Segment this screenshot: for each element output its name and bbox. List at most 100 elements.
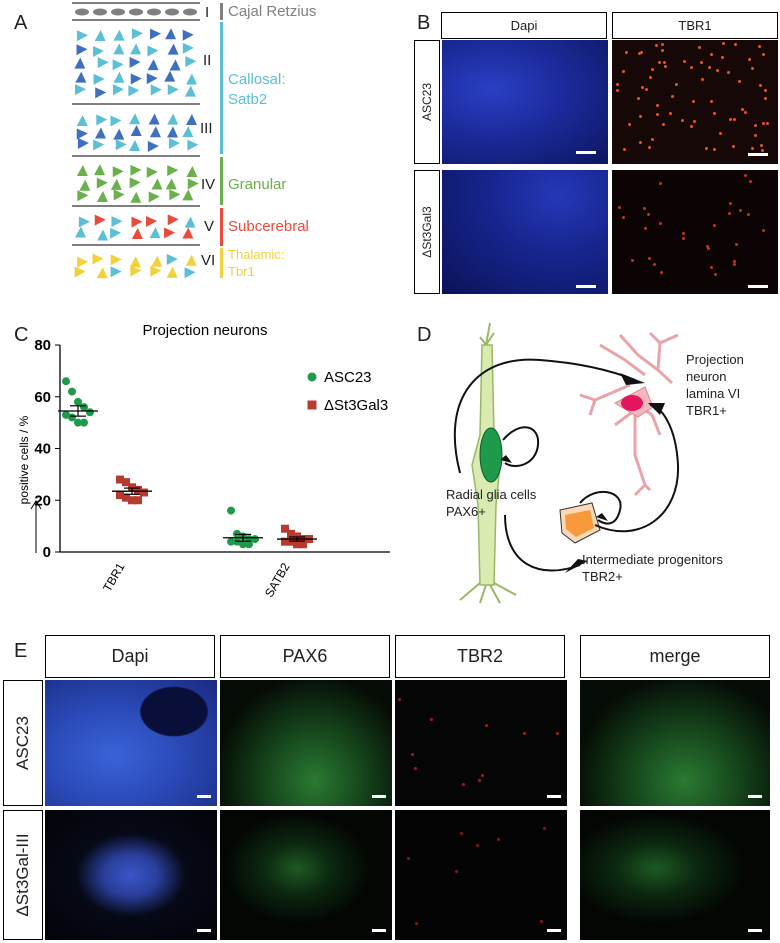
data-point [80,418,88,427]
neuron-marker [167,84,179,96]
layer-numeral-iii: III [200,120,213,137]
fluorescent-cell [765,122,769,126]
projection-neuron-label-2: neuron [686,369,727,384]
fluorescent-cell [719,131,723,135]
panel-e-letter: E [14,640,28,662]
neuron-marker [165,178,177,190]
fluorescent-cell [523,731,527,735]
scale-bar [547,795,561,798]
fluorescent-cell [639,140,643,144]
neuron-marker [130,164,142,176]
neuron-marker [167,165,179,177]
neuron-marker [186,165,198,177]
neuron-marker [169,189,181,201]
fluorescent-cell [712,111,716,115]
fluorescent-cell [622,147,626,151]
fluorescent-cell [414,766,418,770]
neuron-marker [93,139,105,151]
fluorescent-cell [650,137,654,141]
legend-marker [307,400,317,410]
fluorescent-cell [618,206,622,209]
neuron-marker [77,137,89,149]
neuron-marker [78,216,90,228]
panel-b-row-asc23-label: ASC23 [420,82,434,122]
intermediate-label-1: Intermediate progenitors [582,552,723,567]
fluorescent-cell [715,68,719,72]
micrograph-b-st3gal3-dapi [442,170,608,294]
fluorescent-cell [480,774,484,778]
fluorescent-cell [699,60,703,64]
micrograph-e-asc23-merge [580,680,770,806]
data-point [281,537,289,546]
panel-e-row-st3gal-label: ΔSt3Gal-III [13,833,32,917]
cortical-layers-diagram [72,2,200,279]
neuron-marker [167,43,179,55]
data-point [74,397,82,406]
neuron-marker [115,139,127,151]
neuron-marker [75,226,87,238]
layer-numeral-vi: VI [201,252,216,269]
fluorescent-cell [753,123,757,127]
chart-ylabel: positive cells / % [17,415,31,504]
legend-label: ΔSt3Gal3 [324,397,388,414]
neuron-marker [130,73,142,85]
data-point [293,540,301,549]
fluorescent-cell [647,146,651,150]
data-point [122,493,130,502]
neuron-marker [130,265,142,277]
micrograph-e-asc23-tbr2 [395,680,567,806]
fluorescent-cell [630,259,634,263]
data-point [134,496,142,505]
fluorescent-cell [761,149,765,153]
neuron-marker [111,216,123,228]
neuron-marker [150,265,162,277]
neuron-marker [167,113,179,125]
fluorescent-cell [727,71,731,75]
neuron-marker [94,127,106,139]
fluorescent-cell [697,45,701,49]
radial-glia-cell [459,322,517,604]
layer-numeral-v: V [204,218,215,235]
neuron-marker [79,179,91,191]
scale-bar [576,151,596,154]
neuron-marker [147,140,159,152]
neuron-marker [151,255,163,267]
neuron-marker [129,56,141,68]
fluorescent-cell [484,724,488,728]
neuron-marker [150,28,162,40]
callosal-label-line2: Satb2 [228,91,268,108]
neuron-marker [97,229,109,241]
fluorescent-cell [735,242,739,246]
neuron-marker [185,73,197,85]
fluorescent-cell [655,44,659,48]
fluorescent-cell [738,79,742,83]
fluorescent-cell [664,64,668,68]
chart-title: Projection neurons [142,322,267,339]
fluorescent-cell [709,52,713,56]
scale-bar [372,795,386,798]
panel-b-col-tbr1: TBR1 [612,12,778,39]
scale-bar [748,285,768,288]
neuron-marker [185,56,197,68]
layer-bar-granular [220,157,223,205]
data-point [245,540,253,549]
layer-label-cajal: Cajal Retzius [228,3,317,20]
cajal-retzius-cell [165,8,179,16]
neuron-marker [131,227,143,239]
fluorescent-cell [748,58,752,62]
fluorescent-cell [628,123,632,127]
callosal-label-line1: Callosal: [228,71,286,88]
data-point [128,496,136,505]
layer-bar-subcerebral [220,208,223,246]
radial-glia-label-1: Radial glia cells [446,487,537,502]
fluorescent-cell [411,752,415,756]
panel-e-col-merge: merge [580,635,770,678]
neuron-marker [182,29,194,41]
fluorescent-cell [722,41,726,45]
legend-label: ASC23 [324,369,372,386]
neuron-marker [130,43,142,55]
projection-neuron-nucleus [621,395,643,411]
panel-e-row-st3gal: ΔSt3Gal-III [3,810,43,940]
cajal-retzius-cell [111,8,125,16]
fluorescent-cell [478,779,482,783]
